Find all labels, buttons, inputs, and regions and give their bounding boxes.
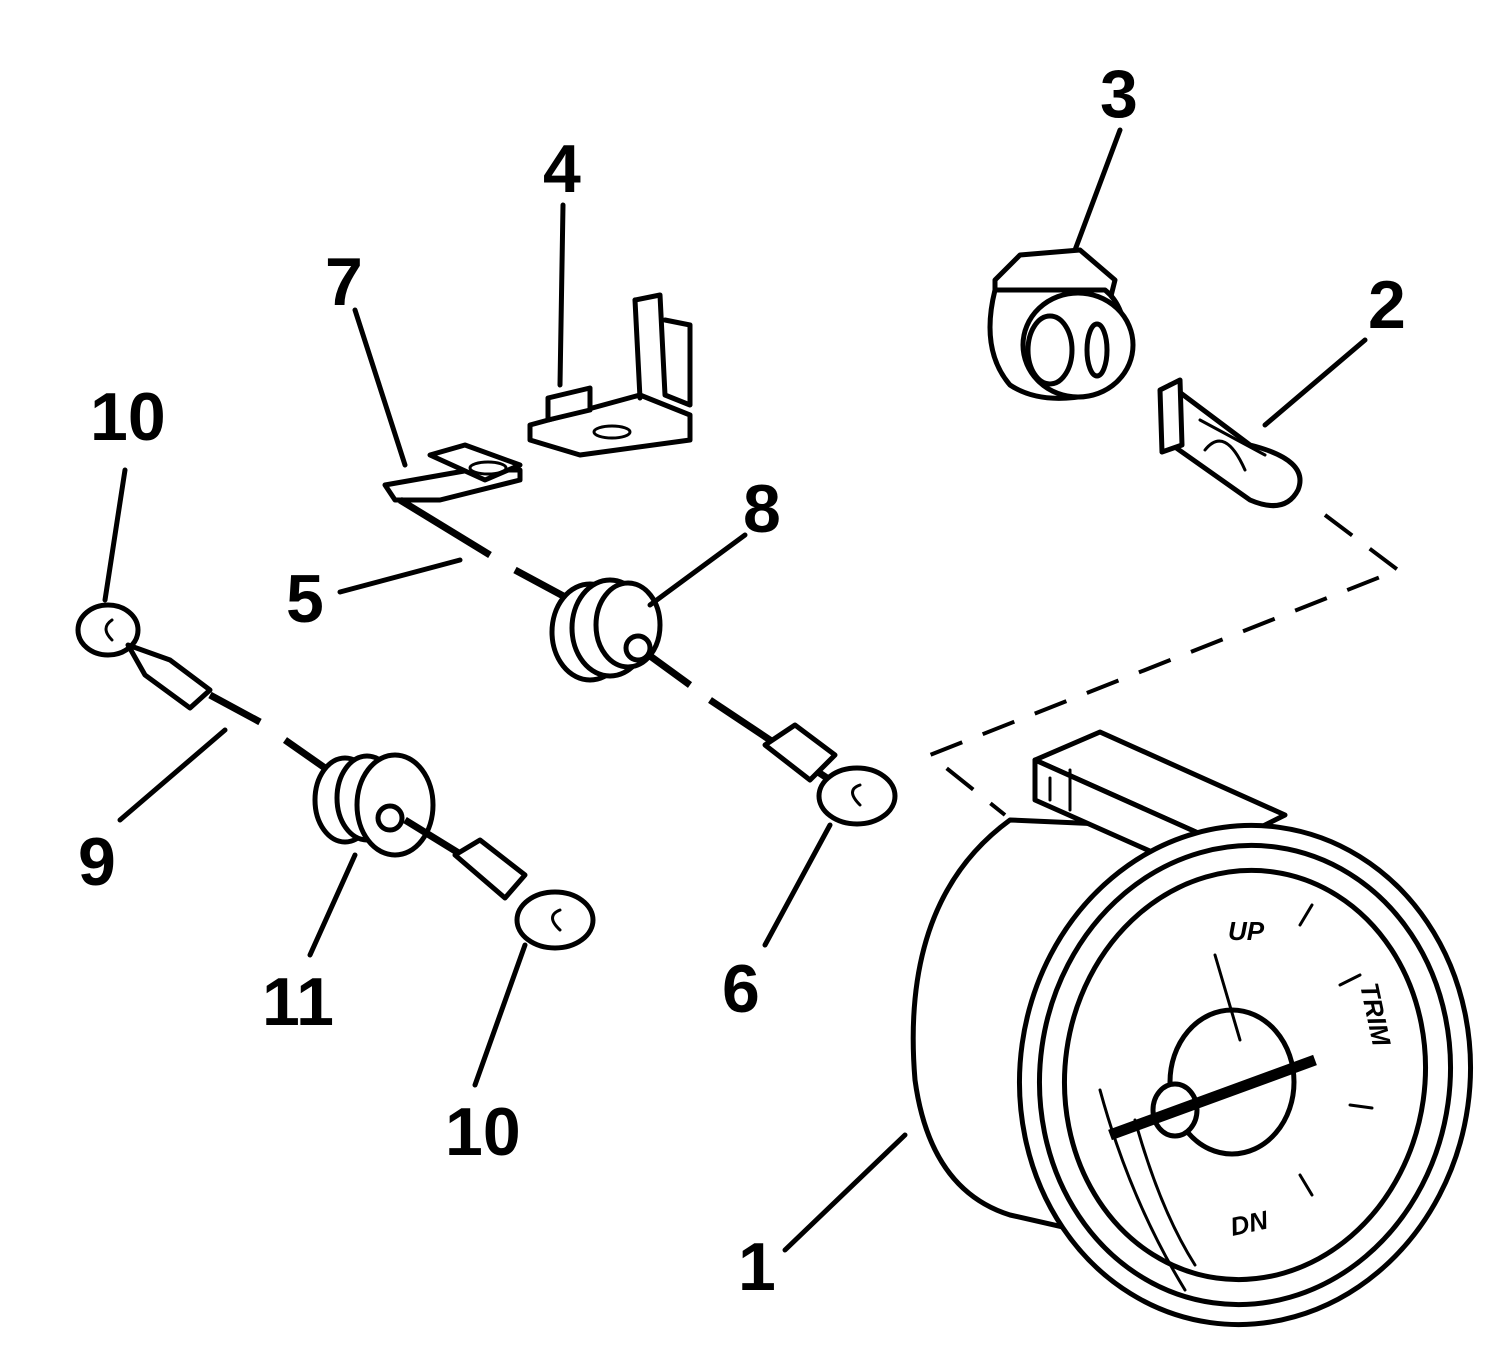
leader-11 (307, 852, 358, 958)
callout-6: 6 (722, 951, 760, 1027)
grommet-upper (549, 577, 663, 683)
callout-3: 3 (1100, 56, 1138, 132)
wire-upper (398, 497, 898, 827)
ring-terminal-left (75, 602, 141, 658)
leader-10a (102, 467, 128, 603)
leader-8 (647, 532, 748, 608)
ring-terminal-right (514, 889, 596, 951)
callout-7: 7 (325, 244, 363, 320)
gauge-label-up: UP (1228, 916, 1265, 946)
bulb (1157, 377, 1303, 509)
callout-10-top: 10 (90, 379, 166, 455)
callout-11: 11 (262, 964, 334, 1040)
leader-9 (117, 727, 228, 823)
assembly-dashed-line (926, 513, 1403, 817)
callout-1: 1 (738, 1229, 776, 1305)
bulb-socket (987, 247, 1136, 401)
terminal-connector (527, 292, 693, 458)
wire-lower (75, 602, 596, 951)
callout-10-bottom: 10 (445, 1094, 521, 1170)
callout-2: 2 (1368, 267, 1406, 343)
callout-8: 8 (743, 471, 781, 547)
callout-9: 9 (78, 824, 116, 900)
leader-10b (472, 942, 528, 1088)
callout-5: 5 (286, 561, 324, 637)
callout-4: 4 (543, 131, 581, 207)
leader-2 (1262, 337, 1368, 428)
connector-clip (382, 442, 523, 503)
leader-5 (337, 557, 463, 595)
leader-1 (782, 1132, 908, 1253)
leader-4 (557, 202, 566, 388)
leader-6 (762, 822, 833, 948)
leader-7 (352, 307, 408, 468)
ring-terminal-upper (816, 765, 898, 827)
trim-gauge: UP DN TRIM (910, 729, 1474, 1328)
grommet-lower (312, 752, 436, 858)
leader-3 (1072, 127, 1123, 253)
